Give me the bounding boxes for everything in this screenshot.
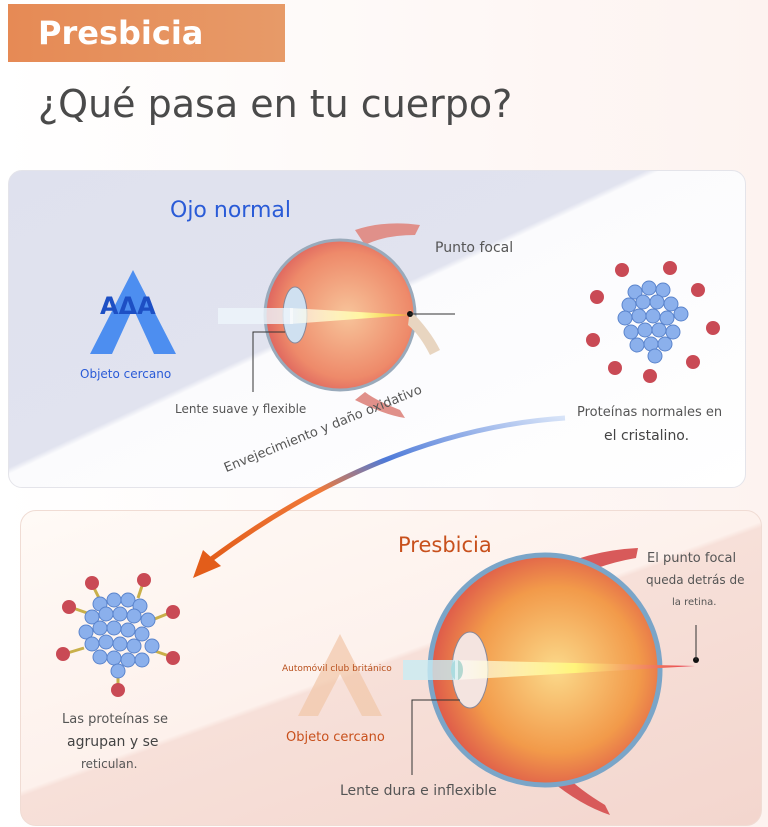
normal-proteins-label-2: el cristalino.: [604, 428, 690, 444]
page-title: ¿Qué pasa en tu cuerpo?: [38, 82, 513, 126]
clumped-proteins-illustration: [56, 573, 180, 697]
hard-lens-label: Lente dura e inflexible: [340, 783, 497, 799]
blurry-object-text: Automóvil club británico: [282, 664, 392, 674]
blurry-object-letter-icon: [298, 634, 382, 716]
soft-lens-label: Lente suave y flexible: [175, 402, 307, 416]
focal-behind-label-1: El punto focal: [647, 551, 737, 566]
focal-behind-label-2: queda detrás de: [646, 573, 745, 587]
clumped-proteins-label-2: agrupan y se: [67, 734, 159, 750]
normal-proteins-illustration: [586, 261, 720, 383]
focal-point-label: Punto focal: [435, 240, 514, 256]
presbyopia-object-label: Objeto cercano: [286, 730, 385, 745]
near-object-letter-icon: [90, 270, 176, 354]
aging-arrow: [193, 415, 566, 578]
clumped-proteins-label-3: reticulan.: [81, 757, 138, 771]
normal-proteins-label-1: Proteínas normales en: [577, 405, 723, 420]
clumped-proteins-label-1: Las proteínas se: [62, 712, 168, 727]
normal-eye-illustration: [218, 223, 455, 418]
normal-eye-title: Ojo normal: [170, 198, 291, 223]
presbyopia-title: Presbicia: [398, 533, 492, 557]
presbyopia-eye-illustration: [403, 548, 699, 815]
header-tag-label: Presbicia: [38, 14, 204, 52]
header-tag: Presbicia: [8, 4, 285, 62]
near-object-letters: AΔA: [100, 292, 156, 320]
normal-object-label: Objeto cercano: [80, 367, 172, 381]
focal-behind-label-3: la retina.: [672, 597, 717, 608]
